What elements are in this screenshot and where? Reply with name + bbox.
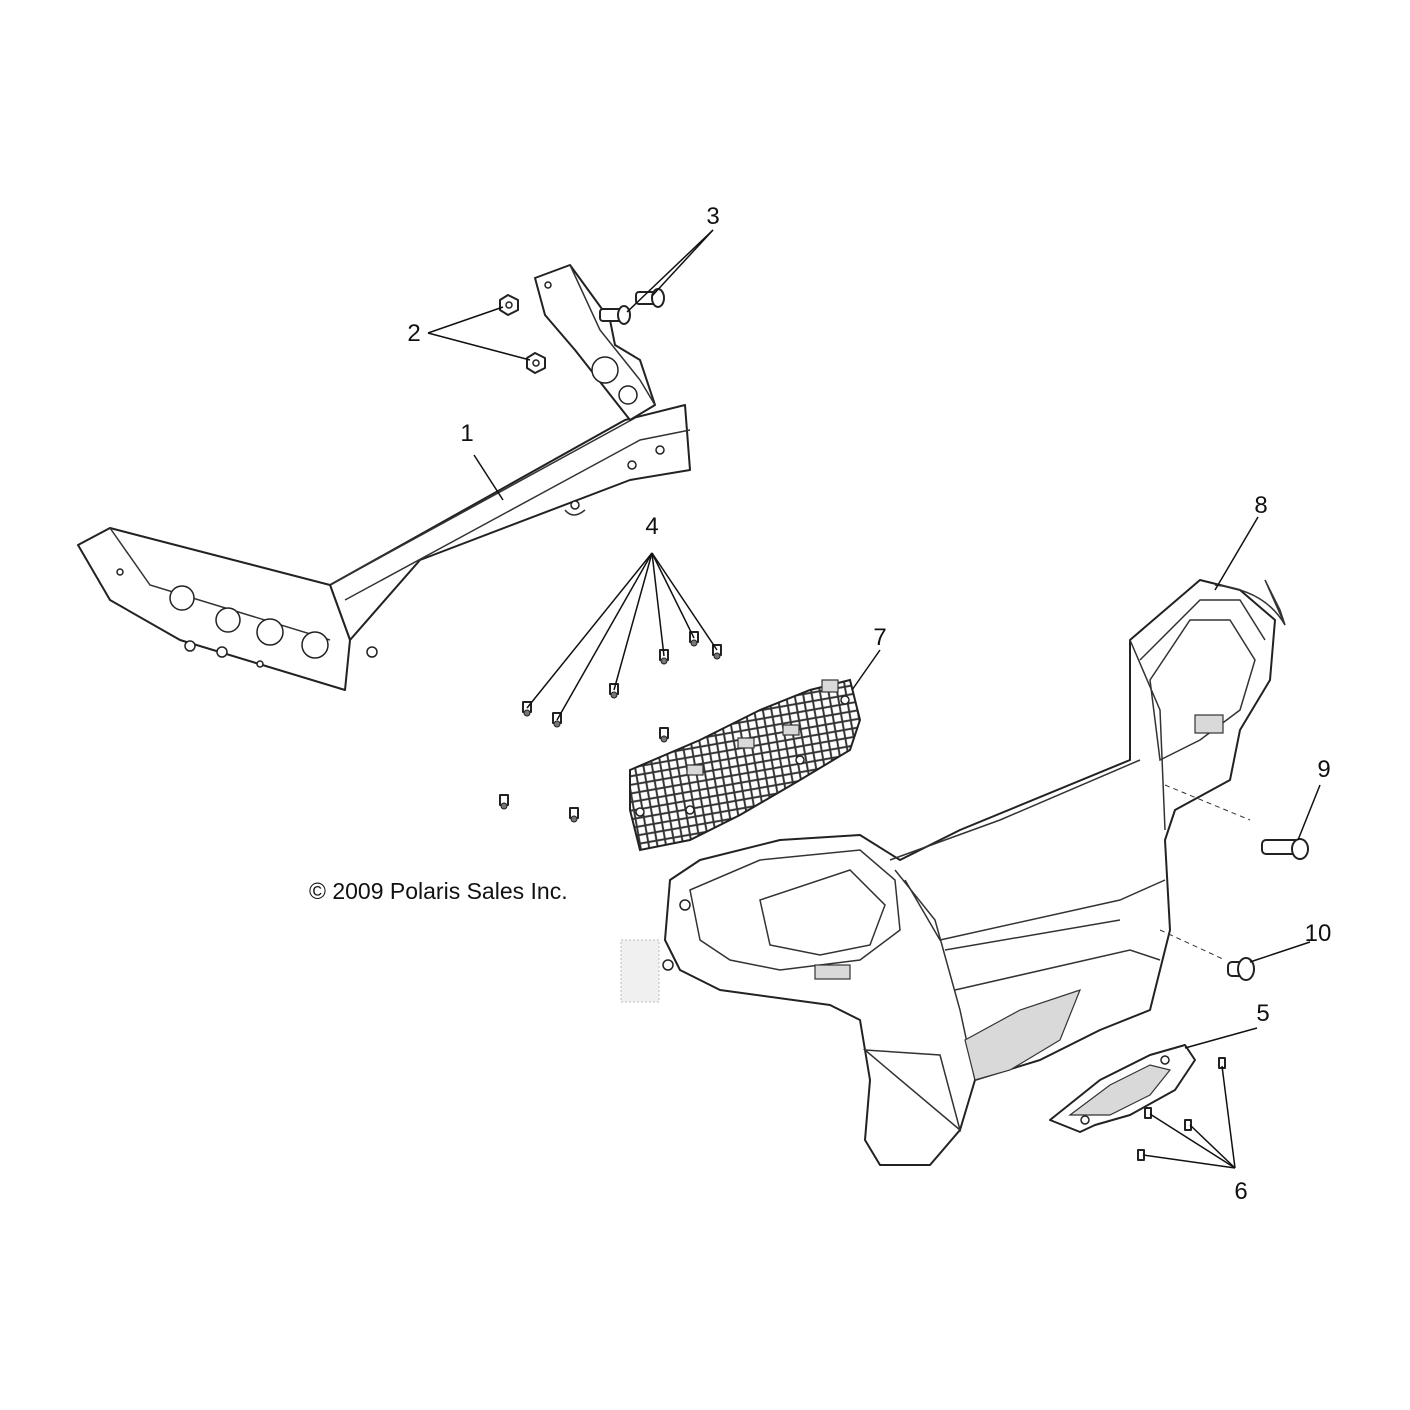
part-9-bolt[interactable] bbox=[1261, 838, 1309, 860]
callout-2: 2 bbox=[407, 320, 421, 347]
part-2-nuts[interactable] bbox=[499, 294, 546, 374]
part-10-bolt[interactable] bbox=[1227, 957, 1255, 981]
callout-4: 4 bbox=[645, 513, 659, 540]
leader-lines bbox=[427, 229, 1321, 1169]
callout-10: 10 bbox=[1304, 920, 1332, 947]
callout-8: 8 bbox=[1254, 492, 1268, 519]
callout-9: 9 bbox=[1317, 756, 1331, 783]
decal-arc bbox=[1214, 584, 1286, 626]
part-5-skid-panel[interactable] bbox=[1049, 1044, 1196, 1133]
callout-1: 1 bbox=[460, 420, 474, 447]
callout-3: 3 bbox=[706, 203, 720, 230]
part-1-frame-bracket[interactable] bbox=[77, 264, 691, 691]
part-7-mesh-grille[interactable] bbox=[629, 678, 862, 852]
copyright-notice: © 2009 Polaris Sales Inc. bbox=[309, 878, 568, 904]
part-3-bolts[interactable] bbox=[599, 288, 665, 325]
callout-7: 7 bbox=[873, 624, 887, 651]
part-8-front-fascia[interactable] bbox=[620, 579, 1286, 1166]
callout-5: 5 bbox=[1256, 1000, 1270, 1027]
callout-6: 6 bbox=[1234, 1178, 1248, 1205]
